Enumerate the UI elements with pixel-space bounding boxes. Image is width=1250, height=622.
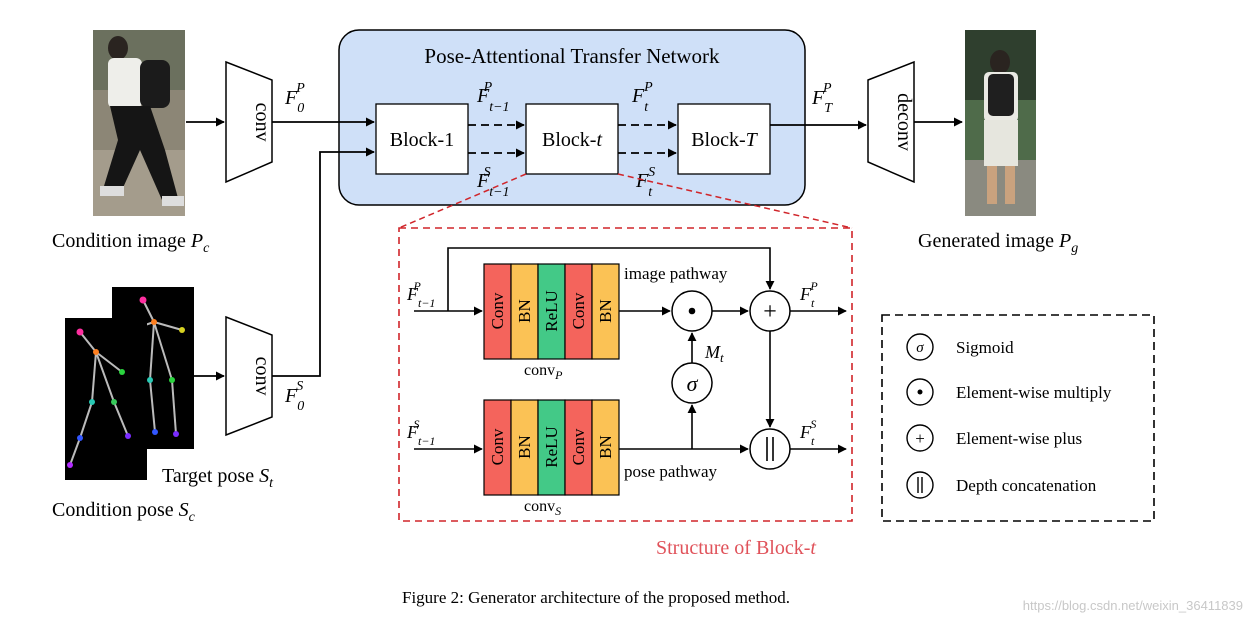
conv-p-label: convP [524,362,563,382]
svg-text:Conv: Conv [569,292,588,329]
block-1 [375,103,469,175]
structure-f-t1-p: Ft−1P [406,279,435,310]
svg-text:+: + [915,429,925,448]
svg-text:Depth concatenation: Depth concatenation [956,476,1097,495]
structure-f-t-s: FtS [799,417,816,448]
svg-text:Conv: Conv [488,428,507,465]
svg-text:Conv: Conv [488,292,507,329]
svg-text:deconv: deconv [893,93,915,151]
watermark: https://blog.csdn.net/weixin_36411839 [1023,598,1243,613]
svg-text:BN: BN [515,299,534,323]
pose-pathway-label: pose pathway [624,462,718,481]
svg-text:+: + [763,299,777,325]
svg-text:Sigmoid: Sigmoid [956,338,1014,357]
block-T [677,103,771,175]
legend-multiply: Element-wise multiply [906,378,1112,406]
svg-text:σ: σ [916,340,924,356]
structure-f-t-p: FtP [799,279,818,310]
feature-f-t-p-top: FtP [631,80,653,115]
zoom-lines [398,173,853,229]
block-t [525,103,619,175]
block-t-label: Block-t [542,129,602,151]
legend-box [881,314,1155,522]
network-title: Pose-Attentional Transfer Network [424,44,720,68]
condition-image [93,30,185,216]
svg-text:BN: BN [596,299,615,323]
block-dashed-arrows [468,120,677,158]
feature-fT-p: FTP [811,81,833,116]
svg-text:BN: BN [515,435,534,459]
sigmoid-node: σ [671,362,713,404]
condition-pose-image [65,318,147,480]
caption-condition-image: Condition image Pc [52,230,210,256]
svg-text:Conv: Conv [569,428,588,465]
conv-p-stack: Conv BN ReLU Conv BN [483,263,620,360]
feature-f-t-s-top: FtS [635,165,655,200]
image-pathway-label: image pathway [624,264,728,283]
concat-node [749,428,791,470]
conv-s-stack: Conv BN ReLU Conv BN [483,399,620,496]
structure-arrows [414,247,847,454]
block-structure-box [398,227,853,522]
caption-target-pose: Target pose St [162,465,274,491]
figure-caption: Figure 2: Generator architecture of the … [402,588,790,607]
block-1-label: Block-1 [390,129,454,151]
svg-text:σ: σ [687,371,699,396]
generated-image [965,30,1036,216]
multiply-node [671,290,713,332]
plus-node: + [749,290,791,332]
svg-text:ReLU: ReLU [542,290,561,332]
block-structure-title: Structure of Block-t [656,537,816,559]
svg-text:Element-wise multiply: Element-wise multiply [956,383,1112,402]
main-arrows [186,117,963,381]
feature-f0-p: F0P [284,81,305,116]
svg-text:ReLU: ReLU [542,426,561,468]
conv-image-encoder: conv [225,60,273,184]
svg-text:conv: conv [251,357,273,396]
conv-pose-encoder: conv [225,315,273,437]
deconv-decoder: deconv [867,60,915,184]
svg-text:BN: BN [596,435,615,459]
caption-condition-pose: Condition pose Sc [52,499,196,525]
structure-f-t1-s: Ft−1S [406,417,435,448]
legend-concat: Depth concatenation [906,471,1097,499]
feature-f0-s: F0S [284,379,304,414]
svg-text:conv: conv [251,103,273,142]
block-T-label: Block-T [691,129,758,151]
mask-label: Mt [704,342,724,365]
svg-text:Element-wise plus: Element-wise plus [956,429,1082,448]
caption-generated-image: Generated image Pg [918,230,1078,256]
legend-plus: + Element-wise plus [906,424,1082,452]
conv-s-label: convS [524,498,561,518]
legend-sigmoid: σ Sigmoid [906,333,1014,361]
